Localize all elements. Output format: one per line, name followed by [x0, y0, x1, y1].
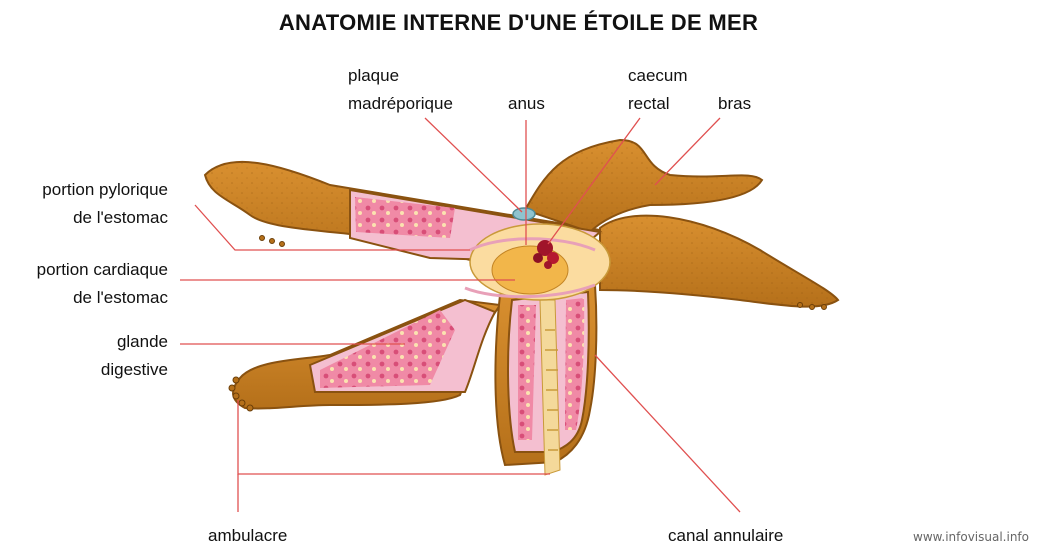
label-pyloric-stomach: portion pylorique de l'estomac	[0, 176, 168, 232]
label-line: de l'estomac	[0, 204, 168, 232]
label-rectal-caecum: caecum rectal	[628, 62, 688, 118]
label-anus: anus	[508, 90, 545, 118]
credit-text: www.infovisual.info	[913, 530, 1029, 544]
label-ring-canal: canal annulaire	[668, 522, 783, 550]
label-line: portion cardiaque	[0, 256, 168, 284]
label-madreporic-plate: plaque madréporique	[348, 62, 453, 118]
label-cardiac-stomach: portion cardiaque de l'estomac	[0, 256, 168, 312]
label-line: glande	[0, 328, 168, 356]
label-line: madréporique	[348, 90, 453, 118]
label-ambulacrum: ambulacre	[208, 522, 287, 550]
label-line: de l'estomac	[0, 284, 168, 312]
label-line: plaque	[348, 62, 453, 90]
right-arm	[600, 216, 838, 307]
label-line: portion pylorique	[0, 176, 168, 204]
label-arm: bras	[718, 90, 751, 118]
diagram-title: ANATOMIE INTERNE D'UNE ÉTOILE DE MER	[0, 10, 1037, 36]
label-line: caecum	[628, 62, 688, 90]
label-line: digestive	[0, 356, 168, 384]
madreporic-plate	[513, 208, 535, 220]
label-line: rectal	[628, 90, 688, 118]
label-digestive-gland: glande digestive	[0, 328, 168, 384]
